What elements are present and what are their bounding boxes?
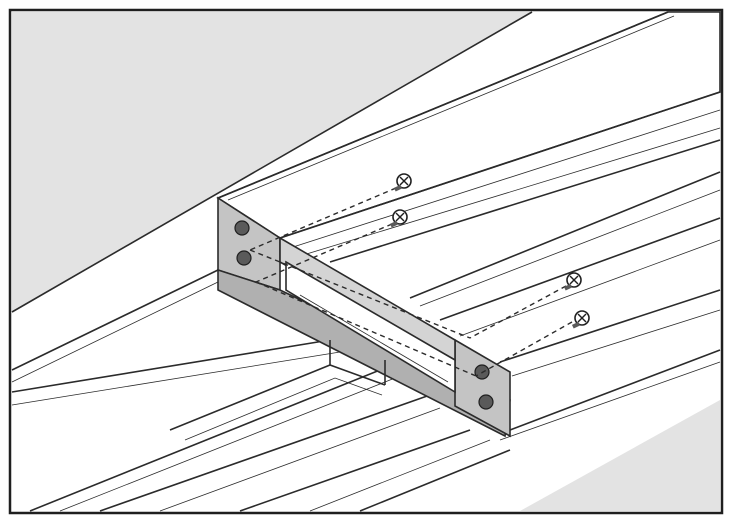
background-wall-right — [520, 350, 720, 511]
lower-beam — [11, 269, 511, 512]
screw-icon — [389, 209, 408, 228]
screw-icon — [571, 310, 590, 329]
joint-bracket — [217, 196, 511, 438]
alignment-lines — [249, 187, 573, 377]
screw-icon — [393, 173, 412, 192]
upper-beam — [11, 11, 721, 441]
screw-icon — [563, 272, 582, 291]
